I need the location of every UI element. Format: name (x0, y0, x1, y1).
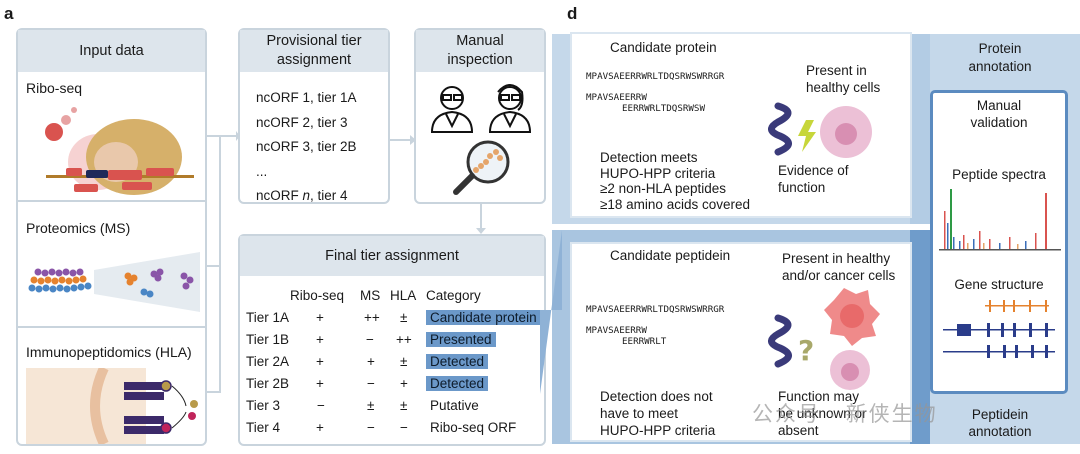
function-unknown-label: Function may be unknown or absent (778, 389, 867, 438)
protein-seq-peptide2: EERRWRLTDQSRWSW (622, 103, 705, 114)
manual-validation-title: Manual validation (970, 98, 1028, 130)
protein-seq-full: MPAVSAEERRWRLTDQSRWSWRRGR (586, 71, 725, 82)
final-tier-box: Final tier assignment Ribo-seq MS HLA Ca… (238, 234, 546, 446)
provisional-item: ncORF n, tier 4 (256, 188, 348, 203)
mass-spec-illustration (28, 252, 200, 312)
candidate-peptidein-card: Candidate peptidein Present in healthy a… (570, 242, 912, 442)
provisional-title: Provisional tier assignment (240, 30, 388, 72)
provisional-tier-box: Provisional tier assignment ncORF 1, tie… (238, 28, 390, 204)
manual-validation-box: Manual validation Peptide spectra Gene s… (930, 90, 1068, 394)
proteomics-label: Proteomics (MS) (26, 220, 131, 236)
peptide-spectra-icon (939, 189, 1061, 251)
table-row: Tier 1A + ++ ± Candidate protein (240, 308, 544, 330)
final-table-header: Ribo-seq MS HLA Category (290, 288, 481, 303)
arrow-to-manual (390, 135, 416, 145)
peptidein-annotation-label: Peptidein annotation (968, 407, 1032, 439)
table-row: Tier 2B + − + Detected (240, 374, 544, 396)
watermark: 公众号 · 新侠生物 (752, 403, 938, 426)
protein-seq-peptide1: MPAVSAEERRW (586, 92, 647, 103)
input-connector (206, 131, 240, 393)
protein-detection-criteria: Detection meets HUPO-HPP criteria ≥2 non… (600, 150, 750, 212)
peptide-spectra-label: Peptide spectra (952, 167, 1046, 182)
scientists-magnifier-icon (430, 84, 532, 195)
table-row: Tier 1B + − ++ Presented (240, 330, 544, 352)
present-healthy-label: Present in healthy cells (806, 63, 881, 95)
table-row: Tier 2A + + ± Detected (240, 352, 544, 374)
panel-label-a: a (4, 4, 14, 23)
present-healthy-cancer-label: Present in healthy and/or cancer cells (782, 251, 896, 283)
helix-question-cells-icon: ? (768, 288, 880, 390)
candidate-protein-card: Candidate protein MPAVSAEERRWRLTDQSRWSWR… (570, 32, 912, 218)
provisional-item: ncORF 1, tier 1A (256, 90, 357, 105)
evidence-function-label: Evidence of function (778, 163, 849, 195)
gene-structure-icon (943, 300, 1055, 358)
peptidein-detection-criteria: Detection does not have to meet HUPO-HPP… (600, 389, 716, 438)
candidate-peptidein-title: Candidate peptidein (610, 248, 731, 263)
immuno-label: Immunopeptidomics (HLA) (26, 344, 192, 360)
input-data-box: Input data Ribo-seq Proteomics (MS) Immu… (16, 28, 207, 446)
ribosome-illustration (45, 107, 194, 195)
helix-cell-icon (768, 102, 872, 158)
arrow-to-final (476, 204, 486, 234)
peptidein-seq-full: MPAVSAEERRWRLTDQSRWSWRRGR (586, 304, 725, 315)
peptidein-seq-peptide2: EERRWRLT (622, 336, 667, 347)
ribo-seq-label: Ribo-seq (26, 80, 83, 96)
final-title: Final tier assignment (240, 236, 544, 276)
input-data-title: Input data (18, 30, 205, 72)
manual-title: Manual inspection (416, 30, 544, 72)
provisional-item: ncORF 2, tier 3 (256, 114, 348, 130)
svg-text:?: ? (798, 334, 814, 367)
provisional-item: ... (256, 163, 268, 179)
panel-label-d: d (567, 4, 578, 23)
gene-structure-label: Gene structure (954, 277, 1044, 292)
provisional-list: ncORF 1, tier 1A ncORF 2, tier 3 ncORF 3… (256, 86, 357, 209)
manual-inspection-box: Manual inspection (414, 28, 546, 204)
candidate-protein-title: Candidate protein (610, 40, 717, 55)
hla-illustration (26, 368, 198, 444)
table-row: Tier 3 − ± ± Putative (246, 398, 479, 413)
protein-annotation-label: Protein annotation (968, 41, 1032, 74)
provisional-item: ncORF 3, tier 2B (256, 139, 357, 154)
table-row: Tier 4 + − − Ribo-seq ORF (246, 420, 517, 435)
peptidein-seq-peptide1: MPAVSAEERRW (586, 325, 647, 336)
